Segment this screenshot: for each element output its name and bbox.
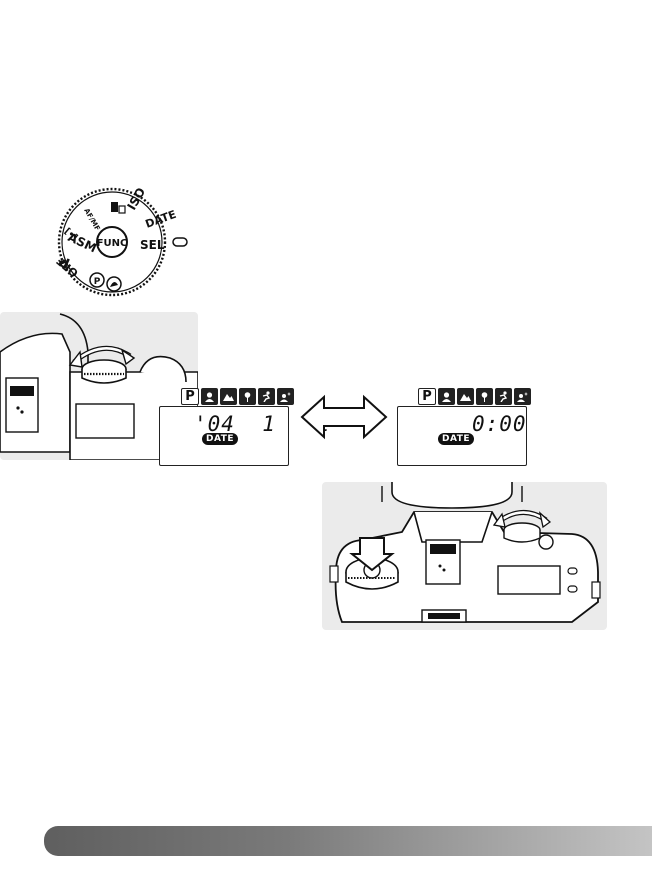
landscape-icon bbox=[220, 388, 237, 405]
portrait-icon bbox=[201, 388, 218, 405]
mode-dial-illustration: FUNC SEL DATE ISO ASM P OFF AF/MF [•] P bbox=[52, 186, 197, 298]
date-badge-right: DATE bbox=[438, 433, 474, 445]
night-portrait-icon bbox=[277, 388, 294, 405]
camera-top-photo-right bbox=[322, 482, 607, 630]
time-readout: 0:00 bbox=[472, 412, 527, 436]
func-button: FUNC bbox=[97, 227, 128, 257]
sports-icon bbox=[495, 388, 512, 405]
macro-icon bbox=[239, 388, 256, 405]
portrait-dial-icon bbox=[107, 277, 121, 291]
macro-icon bbox=[476, 388, 493, 405]
date-badge-left: DATE bbox=[202, 433, 238, 445]
footer-bar bbox=[44, 826, 652, 856]
sel-label: SEL bbox=[140, 238, 165, 252]
lcd-screen-left: '04 1 1 DATE bbox=[159, 406, 289, 466]
program-mode-indicator: P bbox=[181, 388, 199, 405]
program-mode-indicator-right: P bbox=[418, 388, 436, 405]
func-label: FUNC bbox=[97, 238, 128, 249]
night-portrait-icon bbox=[514, 388, 531, 405]
portrait-icon bbox=[438, 388, 455, 405]
lcd-screen-right: 0:00 DATE bbox=[397, 406, 527, 466]
sports-icon bbox=[258, 388, 275, 405]
picture-p-icon: P bbox=[90, 273, 104, 287]
landscape-icon bbox=[457, 388, 474, 405]
index-mark bbox=[173, 238, 187, 246]
switch-arrow-icon bbox=[300, 394, 388, 440]
svg-text:P: P bbox=[94, 277, 101, 287]
